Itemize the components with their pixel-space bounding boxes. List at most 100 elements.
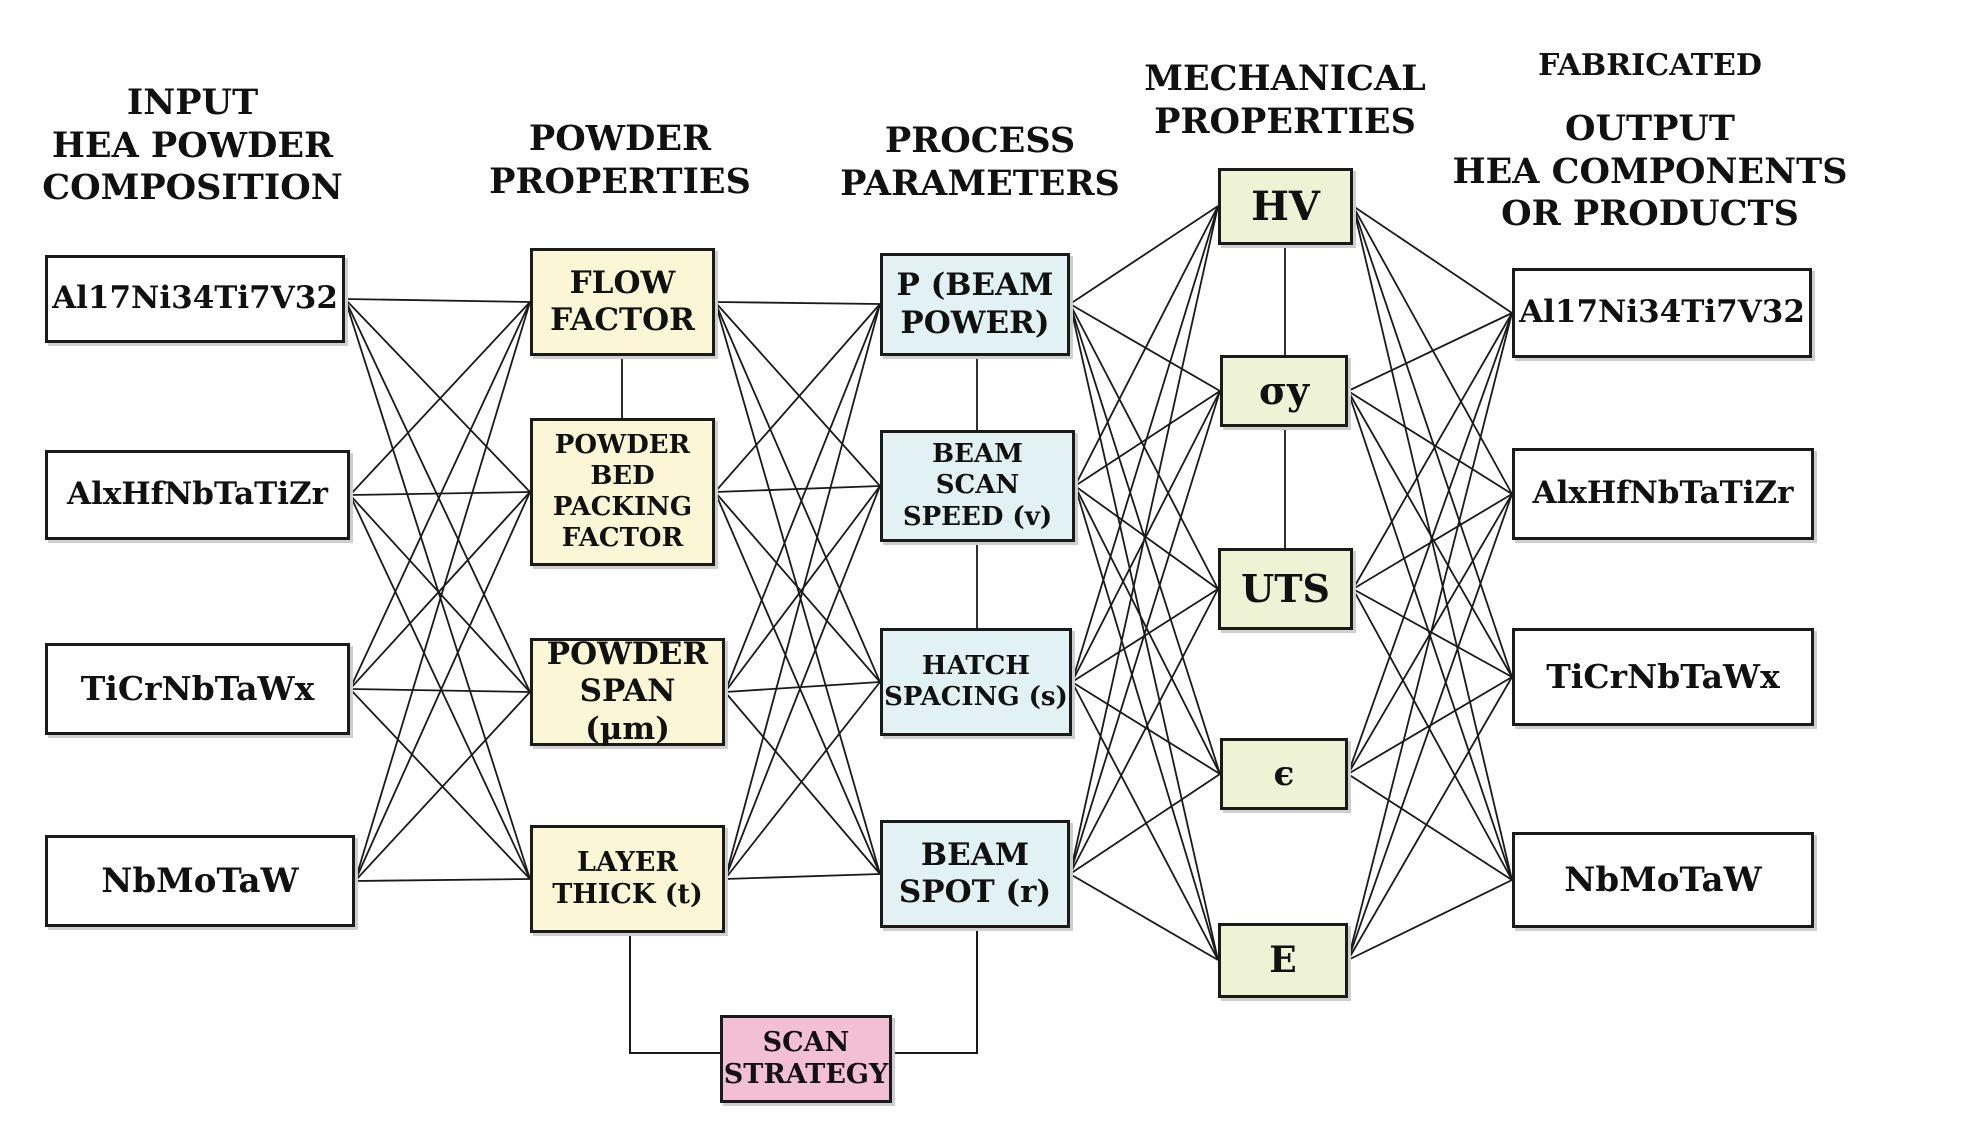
link-layer-to-scan-strategy	[629, 933, 720, 1054]
link-mech-1-output-4	[1352, 205, 1513, 881]
link-process-4-mech-4	[1069, 773, 1221, 875]
input-box-2: AlxHfNbTaTiZr	[45, 450, 350, 540]
link-mech-2-output-1	[1347, 312, 1513, 392]
beam-spot-line-1: BEAM	[920, 836, 1030, 873]
link-powder-3-process-3	[724, 681, 881, 693]
link-powder-1-process-3	[714, 301, 881, 683]
mechanical-hv: HV	[1218, 168, 1353, 245]
link-mech-2-output-2	[1347, 390, 1513, 495]
link-process-1-mech-1	[1069, 205, 1219, 305]
powder-bed-line-3: PACKING	[552, 492, 693, 522]
link-input-1-powder-3	[344, 298, 531, 693]
link-input-3-powder-2	[349, 491, 531, 690]
link-powder-3-process-1	[724, 303, 881, 693]
header-output-line-3: OR PRODUCTS	[1501, 193, 1799, 235]
input-label-2: AlxHfNbTaTiZr	[67, 476, 328, 513]
powder-flow-line-1: FLOW	[569, 264, 676, 301]
input-label-4: NbMoTaW	[101, 860, 299, 901]
header-process-parameters: PROCESS PARAMETERS	[820, 120, 1140, 205]
link-input-4-powder-4	[354, 878, 531, 882]
link-mech-1-output-1	[1352, 205, 1513, 314]
input-box-1: Al17Ni34Ti7V32	[45, 255, 345, 343]
powder-layer-thick: LAYER THICK (t)	[530, 825, 725, 933]
process-beam-power: P (BEAM POWER)	[880, 253, 1070, 356]
header-fabricated: FABRICATED	[1500, 48, 1800, 85]
link-powder-4-process-2	[724, 485, 881, 880]
powder-span: POWDER SPAN (μm)	[530, 636, 725, 747]
link-powder-2-process-1	[714, 303, 881, 493]
mechanical-uts-label: UTS	[1241, 566, 1330, 612]
link-input-3-powder-4	[349, 688, 531, 880]
link-powder-3-process-4	[724, 691, 881, 875]
layer-thick-line-2: THICK (t)	[552, 879, 703, 910]
link-input-1-powder-2	[344, 298, 531, 493]
link-process-4-mech-3	[1069, 588, 1219, 875]
powder-bed-line-2: BED	[590, 460, 655, 491]
link-process-2-mech-1	[1074, 205, 1219, 487]
output-label-4: NbMoTaW	[1564, 859, 1762, 900]
powder-flow-factor: FLOW FACTOR	[530, 248, 715, 356]
process-beam-spot: BEAM SPOT (r)	[880, 820, 1070, 928]
link-spot-to-scan-strategy	[892, 928, 978, 1054]
powder-span-line-2: SPAN (μm)	[579, 673, 676, 747]
link-powder-4-process-1	[724, 303, 881, 880]
link-mech-5-output-2	[1347, 493, 1513, 961]
mechanical-yield-strength: σy	[1220, 355, 1348, 427]
link-mech-3-output-2	[1352, 493, 1513, 590]
link-input-2-powder-3	[349, 494, 531, 693]
link-process-1-mech-5	[1069, 303, 1219, 961]
link-input-1-powder-1	[344, 298, 531, 303]
scan-speed-line-1: BEAM	[932, 439, 1023, 470]
mechanical-elongation: ϵ	[1220, 738, 1348, 810]
header-mechanical-line-2: PROPERTIES	[1154, 100, 1416, 142]
header-input-line-3: COMPOSITION	[42, 167, 343, 209]
link-mech-3-output-1	[1352, 312, 1513, 590]
link-process-3-mech-2	[1071, 390, 1221, 683]
mechanical-modulus: E	[1218, 923, 1348, 998]
link-process-4-mech-1	[1069, 205, 1219, 875]
link-powder-1-process-2	[714, 301, 881, 487]
mechanical-elongation-label: ϵ	[1273, 753, 1295, 794]
hatch-spacing-line-2: SPACING (s)	[884, 682, 1068, 712]
link-input-2-powder-4	[349, 494, 531, 880]
header-input: INPUT HEA POWDER COMPOSITION	[20, 82, 365, 210]
mechanical-modulus-label: E	[1269, 938, 1297, 981]
link-process-2-mech-4	[1074, 485, 1221, 775]
link-input-4-powder-2	[354, 491, 531, 882]
link-mech-5-output-4	[1347, 879, 1513, 961]
scan-speed-line-3: SPEED (v)	[902, 501, 1053, 532]
output-label-3: TiCrNbTaWx	[1546, 657, 1780, 697]
link-powder-4-process-4	[724, 873, 881, 880]
link-mech-4-output-1	[1347, 312, 1513, 775]
output-label-1: Al17Ni34Ti7V32	[1519, 294, 1805, 331]
scan-strategy-line-2: STRATEGY	[723, 1059, 889, 1090]
mechanical-hv-label: HV	[1251, 182, 1320, 230]
link-process-3-mech-1	[1071, 205, 1219, 683]
header-output-line-2: HEA COMPONENTS	[1452, 150, 1848, 192]
layer-thick-line-1: LAYER	[577, 846, 678, 878]
header-output: OUTPUT HEA COMPONENTS OR PRODUCTS	[1440, 108, 1860, 236]
hatch-spacing-line-1: HATCH	[922, 650, 1030, 681]
output-box-2: AlxHfNbTaTiZr	[1512, 448, 1814, 540]
link-mech-3-output-3	[1352, 588, 1513, 678]
scan-strategy-box: SCAN STRATEGY	[720, 1015, 892, 1103]
link-powder-2-process-2	[714, 485, 881, 493]
link-mech-3-output-4	[1352, 588, 1513, 881]
powder-bed-packing-factor: POWDER BED PACKING FACTOR	[530, 418, 715, 566]
link-process-4-mech-2	[1069, 390, 1221, 875]
process-beam-scan-speed: BEAM SCAN SPEED (v)	[880, 430, 1075, 542]
header-powder-properties: POWDER PROPERTIES	[470, 118, 770, 203]
output-box-4: NbMoTaW	[1512, 832, 1814, 928]
output-box-1: Al17Ni34Ti7V32	[1512, 268, 1812, 358]
beam-spot-line-2: SPOT (r)	[898, 874, 1052, 910]
scan-speed-line-2: SCAN	[935, 470, 1020, 501]
header-mechanical-line-1: MECHANICAL	[1144, 58, 1426, 99]
mechanical-uts: UTS	[1218, 548, 1353, 630]
link-input-3-powder-1	[349, 301, 531, 690]
header-input-line-2: HEA POWDER	[51, 124, 334, 166]
header-mechanical-properties: MECHANICAL PROPERTIES	[1130, 58, 1440, 143]
scan-strategy-line-1: SCAN	[762, 1026, 850, 1058]
header-powder-line-1: POWDER	[528, 118, 712, 159]
link-mech-4-output-4	[1347, 773, 1513, 881]
